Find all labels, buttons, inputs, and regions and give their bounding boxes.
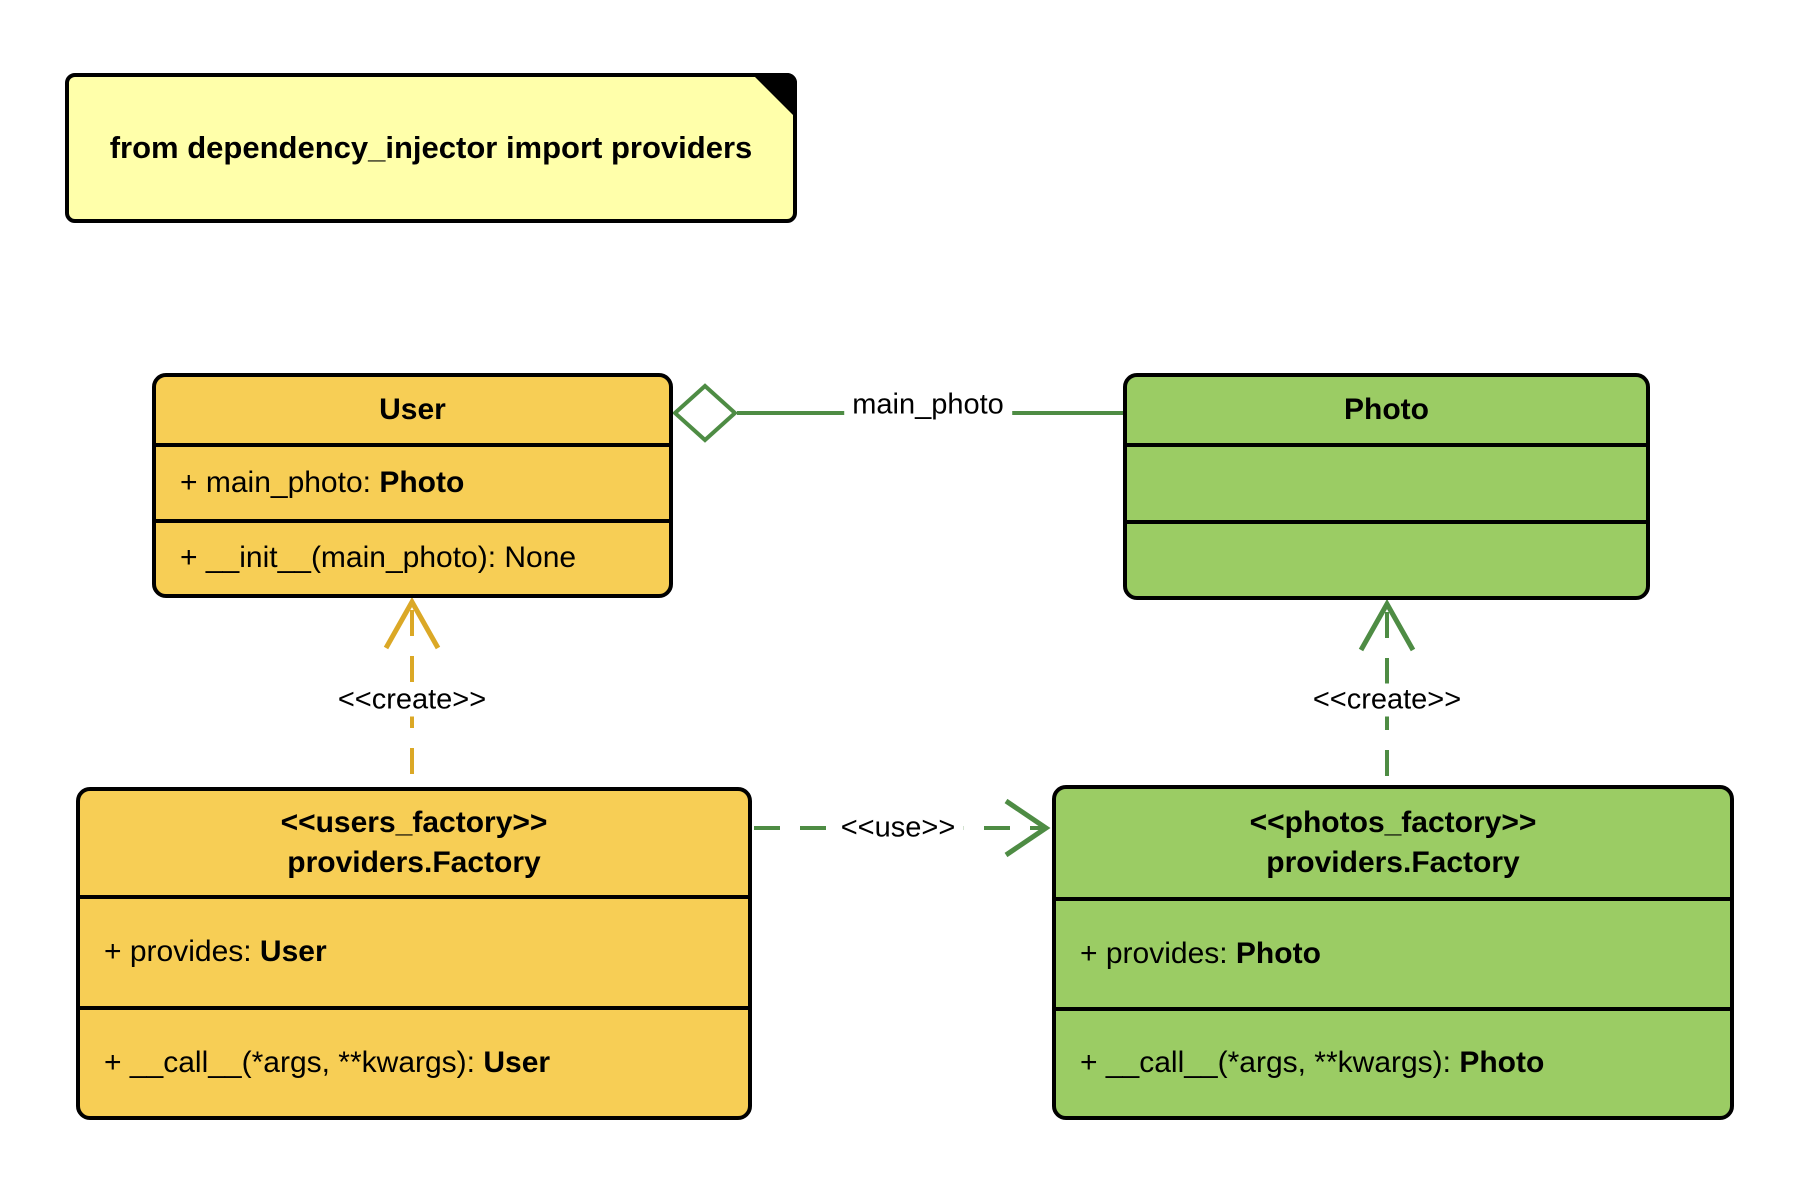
class-user-title: User (379, 393, 446, 426)
class-users-factory-title: providers.Factory (287, 846, 541, 879)
class-photo-methods (1127, 524, 1646, 597)
method-type: User (483, 1045, 551, 1079)
note-fold-icon (751, 73, 797, 119)
create-photo-label: <<create>> (1304, 683, 1470, 717)
class-users-factory-header: <<users_factory>> providers.Factory (80, 791, 748, 899)
attribute-row: + provides: User (104, 935, 327, 969)
class-photos-factory-methods: + __call__(*args, **kwargs): Photo (1056, 1011, 1730, 1117)
attribute-text: + provides: (1080, 936, 1236, 970)
class-photo: Photo (1123, 373, 1650, 600)
method-text: + __init__(main_photo): None (180, 541, 577, 575)
class-user-methods: + __init__(main_photo): None (156, 523, 669, 595)
use-arrowhead-icon (1004, 798, 1051, 858)
attribute-row: + main_photo: Photo (180, 466, 464, 500)
class-users-factory-methods: + __call__(*args, **kwargs): User (80, 1010, 748, 1117)
create-user-label: <<create>> (329, 683, 495, 717)
class-users-factory-attributes: + provides: User (80, 899, 748, 1010)
attribute-row: + provides: Photo (1080, 937, 1321, 971)
aggregation-label: main_photo (844, 388, 1012, 422)
method-row: + __call__(*args, **kwargs): User (104, 1046, 550, 1080)
class-photos-factory-stereotype: <<photos_factory>> (1249, 806, 1537, 839)
note-text: from dependency_injector import provider… (109, 130, 753, 165)
class-photos-factory-attributes: + provides: Photo (1056, 901, 1730, 1011)
class-photo-title: Photo (1344, 393, 1429, 426)
class-user-attributes: + main_photo: Photo (156, 447, 669, 523)
attribute-type: User (259, 935, 327, 969)
attribute-text: + provides: (104, 935, 260, 969)
class-photo-header: Photo (1127, 377, 1646, 447)
create-user-arrowhead-icon (383, 596, 441, 650)
method-type: Photo (1459, 1046, 1545, 1080)
create-photo-arrowhead-icon (1358, 598, 1416, 652)
method-text: + __call__(*args, **kwargs): (104, 1045, 484, 1079)
aggregation-diamond-icon (672, 383, 738, 443)
class-photos-factory-title: providers.Factory (1266, 846, 1520, 879)
use-label: <<use>> (832, 811, 964, 845)
method-text: + __call__(*args, **kwargs): (1080, 1046, 1460, 1080)
class-photos-factory-header: <<photos_factory>> providers.Factory (1056, 789, 1730, 901)
class-user: User + main_photo: Photo + __init__(main… (152, 373, 673, 598)
attribute-text: + main_photo: (180, 465, 380, 499)
class-photos-factory: <<photos_factory>> providers.Factory + p… (1052, 785, 1734, 1120)
class-users-factory: <<users_factory>> providers.Factory + pr… (76, 787, 752, 1120)
class-photo-attributes (1127, 447, 1646, 524)
attribute-type: Photo (1235, 936, 1321, 970)
method-row: + __call__(*args, **kwargs): Photo (1080, 1046, 1544, 1080)
method-row: + __init__(main_photo): None (180, 541, 576, 575)
note: from dependency_injector import provider… (65, 73, 797, 223)
class-users-factory-stereotype: <<users_factory>> (280, 806, 548, 839)
attribute-type: Photo (379, 465, 465, 499)
class-user-header: User (156, 377, 669, 447)
